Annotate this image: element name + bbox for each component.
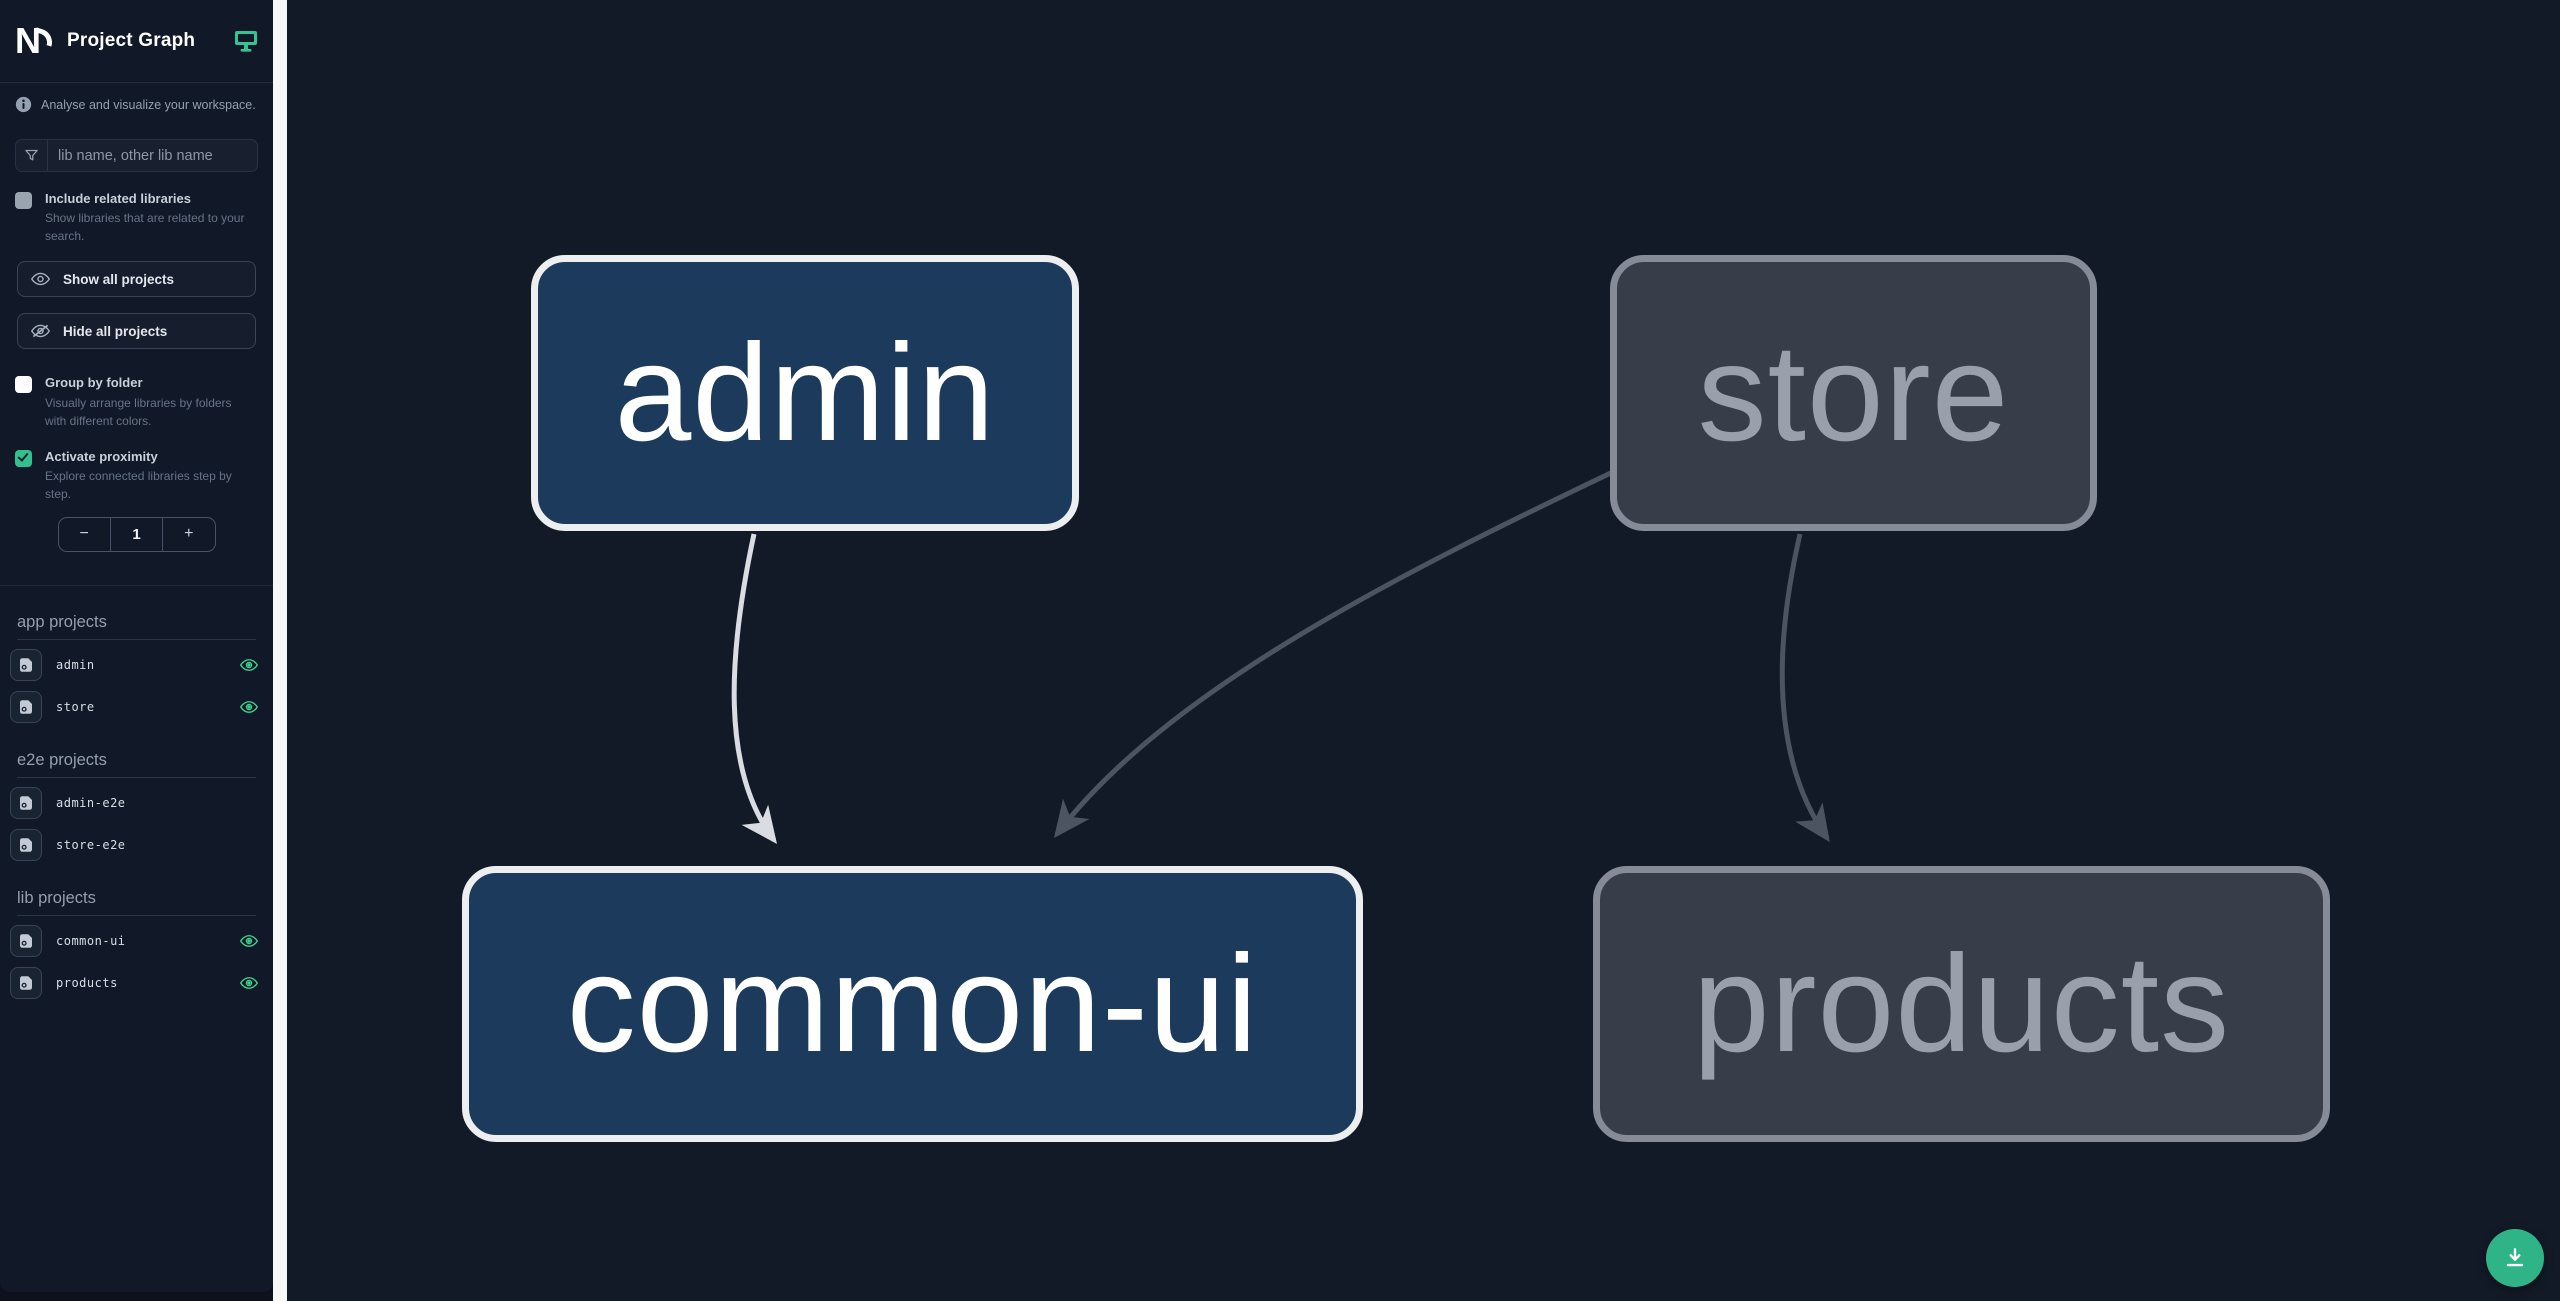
graph-canvas[interactable]: admin store common-ui products (287, 0, 2560, 1301)
focus-project-button[interactable] (10, 649, 42, 682)
group-by-folder-description: Visually arrange libraries by folders wi… (45, 395, 232, 428)
node-label: store (1697, 315, 2010, 470)
edge-store-to-common-ui (1053, 467, 1619, 838)
eye-off-icon (31, 324, 50, 338)
checkmark-icon (16, 450, 29, 462)
nx-logo-letter: N (15, 20, 41, 61)
project-row-store: store (10, 691, 258, 724)
eye-icon (31, 272, 50, 286)
focus-project-button[interactable] (10, 925, 42, 958)
node-label: admin (614, 315, 996, 470)
visibility-eye-icon[interactable] (240, 658, 258, 672)
group-by-folder-label: Group by folder (45, 375, 143, 391)
section-e2e-projects: e2e projects (17, 751, 256, 778)
sidebar: N Project Graph Analyse and visualize yo… (0, 0, 273, 1292)
edge-admin-to-common-ui (731, 533, 778, 844)
focus-icon (20, 658, 32, 672)
graph-node-products[interactable]: products (1593, 866, 2330, 1142)
sidebar-divider (0, 584, 273, 586)
focus-project-button[interactable] (10, 829, 42, 862)
section-app-projects: app projects (17, 613, 256, 640)
option-include-related: Include related libraries Show libraries… (0, 172, 273, 245)
hide-all-projects-button[interactable]: Hide all projects (17, 313, 256, 350)
focus-icon (20, 838, 32, 852)
graph-node-common-ui[interactable]: common-ui (462, 866, 1363, 1142)
activate-proximity-label: Activate proximity (45, 448, 158, 464)
search-box (15, 139, 258, 172)
proximity-stepper: − 1 + (57, 516, 216, 552)
hide-all-label: Hide all projects (63, 323, 168, 339)
graph-node-admin[interactable]: admin (531, 255, 1079, 531)
edge-store-to-products (1779, 533, 1830, 843)
monitor-icon (235, 31, 257, 52)
include-related-label: Include related libraries (45, 191, 191, 206)
graph-node-store[interactable]: store (1610, 255, 2097, 531)
page-title: Project Graph (67, 30, 196, 51)
option-group-by-folder: Group by folder Visually arrange librari… (0, 349, 273, 429)
proximity-increment-button[interactable]: + (184, 525, 194, 543)
filter-funnel-icon (16, 140, 48, 171)
focus-icon (20, 934, 32, 948)
search-input[interactable] (48, 140, 257, 171)
project-row-admin-e2e: admin-e2e (10, 787, 258, 820)
project-name[interactable]: products (56, 976, 118, 991)
visibility-eye-icon[interactable] (240, 976, 258, 990)
focus-project-button[interactable] (10, 967, 42, 1000)
tagline-text: Analyse and visualize your workspace. (41, 97, 256, 112)
node-label: products (1692, 926, 2231, 1081)
info-icon (15, 96, 32, 113)
focus-icon (20, 796, 32, 810)
project-name[interactable]: store-e2e (56, 838, 126, 853)
project-row-products: products (10, 967, 258, 1000)
include-related-checkbox[interactable] (15, 192, 32, 209)
project-row-admin: admin (10, 649, 258, 682)
focus-icon (20, 700, 32, 714)
proximity-value: 1 (109, 517, 164, 551)
focus-project-button[interactable] (10, 787, 42, 820)
nx-logo-icon[interactable]: N (15, 20, 56, 61)
visibility-eye-icon[interactable] (240, 934, 258, 948)
workspace-tagline: Analyse and visualize your workspace. (0, 83, 273, 125)
proximity-decrement-button[interactable]: − (79, 525, 89, 543)
project-name[interactable]: common-ui (56, 934, 126, 949)
project-name[interactable]: admin (56, 658, 95, 673)
option-activate-proximity: Activate proximity Explore connected lib… (0, 430, 273, 503)
section-lib-projects: lib projects (17, 889, 256, 916)
activate-proximity-description: Explore connected libraries step by step… (45, 468, 232, 501)
visibility-eye-icon[interactable] (240, 700, 258, 714)
show-all-projects-button[interactable]: Show all projects (17, 261, 256, 298)
download-icon (2506, 1248, 2524, 1267)
sidebar-header: N Project Graph (0, 0, 273, 83)
activate-proximity-checkbox[interactable] (15, 449, 32, 467)
download-graph-button[interactable] (2486, 1229, 2544, 1287)
show-all-label: Show all projects (63, 271, 175, 287)
group-by-folder-checkbox[interactable] (15, 376, 32, 394)
project-row-store-e2e: store-e2e (10, 829, 258, 862)
node-label: common-ui (566, 926, 1259, 1081)
project-name[interactable]: store (56, 700, 95, 715)
focus-icon (20, 976, 32, 990)
focus-project-button[interactable] (10, 691, 42, 724)
include-related-description: Show libraries that are related to your … (45, 211, 245, 244)
sidebar-scrollbar[interactable] (273, 0, 287, 1301)
project-name[interactable]: admin-e2e (56, 796, 126, 811)
project-row-common-ui: common-ui (10, 925, 258, 958)
